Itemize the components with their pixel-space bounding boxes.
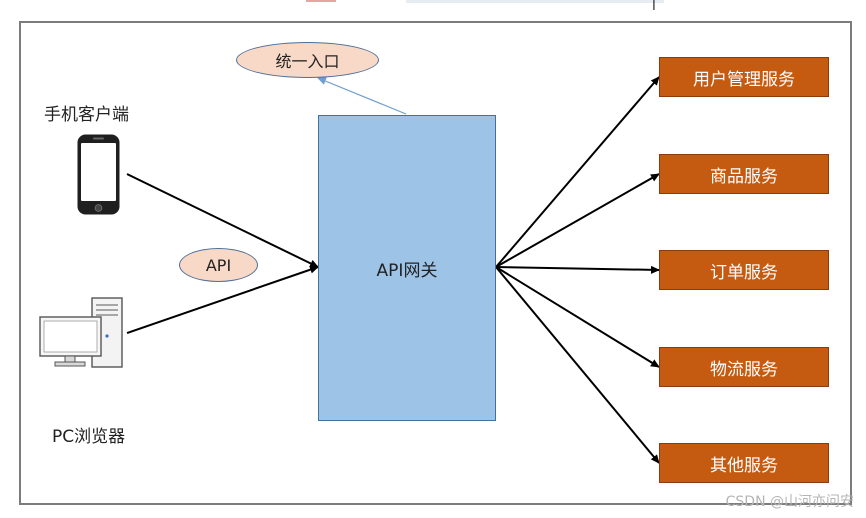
text-cursor-icon: I — [652, 0, 656, 14]
api-gateway-box: API网关 — [318, 115, 496, 421]
watermark: CSDN @山河亦问安 — [725, 494, 854, 510]
api-gateway-label: API网关 — [376, 260, 438, 281]
service-arrow-3 — [495, 265, 660, 274]
service-label: 用户管理服务 — [693, 69, 795, 90]
api-ellipse: API — [179, 248, 258, 282]
service-label: 其他服务 — [710, 455, 778, 476]
pc-browser-label: PC浏览器 — [52, 427, 126, 447]
service-arrow-1 — [495, 76, 660, 268]
top-strip — [0, 0, 866, 8]
api-label: API — [205, 255, 232, 275]
phone-client-label: 手机客户端 — [44, 105, 129, 125]
service-label: 物流服务 — [710, 359, 778, 380]
service-label: 商品服务 — [710, 166, 778, 187]
service-arrow-4 — [495, 266, 660, 368]
service-product: 商品服务 — [659, 154, 829, 194]
unified-entry-ellipse: 统一入口 — [236, 42, 379, 78]
desktop-computer-icon — [39, 297, 123, 368]
service-arrow-5 — [495, 266, 660, 464]
service-arrow-2 — [495, 173, 660, 268]
phone-arrow — [126, 173, 319, 268]
service-logistics: 物流服务 — [659, 347, 829, 387]
service-other: 其他服务 — [659, 443, 829, 483]
service-order: 订单服务 — [659, 250, 829, 290]
pc-arrow — [126, 265, 319, 334]
service-label: 订单服务 — [710, 262, 778, 283]
service-user-management: 用户管理服务 — [659, 57, 829, 97]
entry-arrow — [317, 77, 407, 115]
top-edge-bar — [406, 0, 664, 3]
unified-entry-label: 统一入口 — [275, 52, 340, 71]
mobile-phone-icon — [77, 134, 120, 215]
top-edge-mark — [306, 0, 336, 2]
